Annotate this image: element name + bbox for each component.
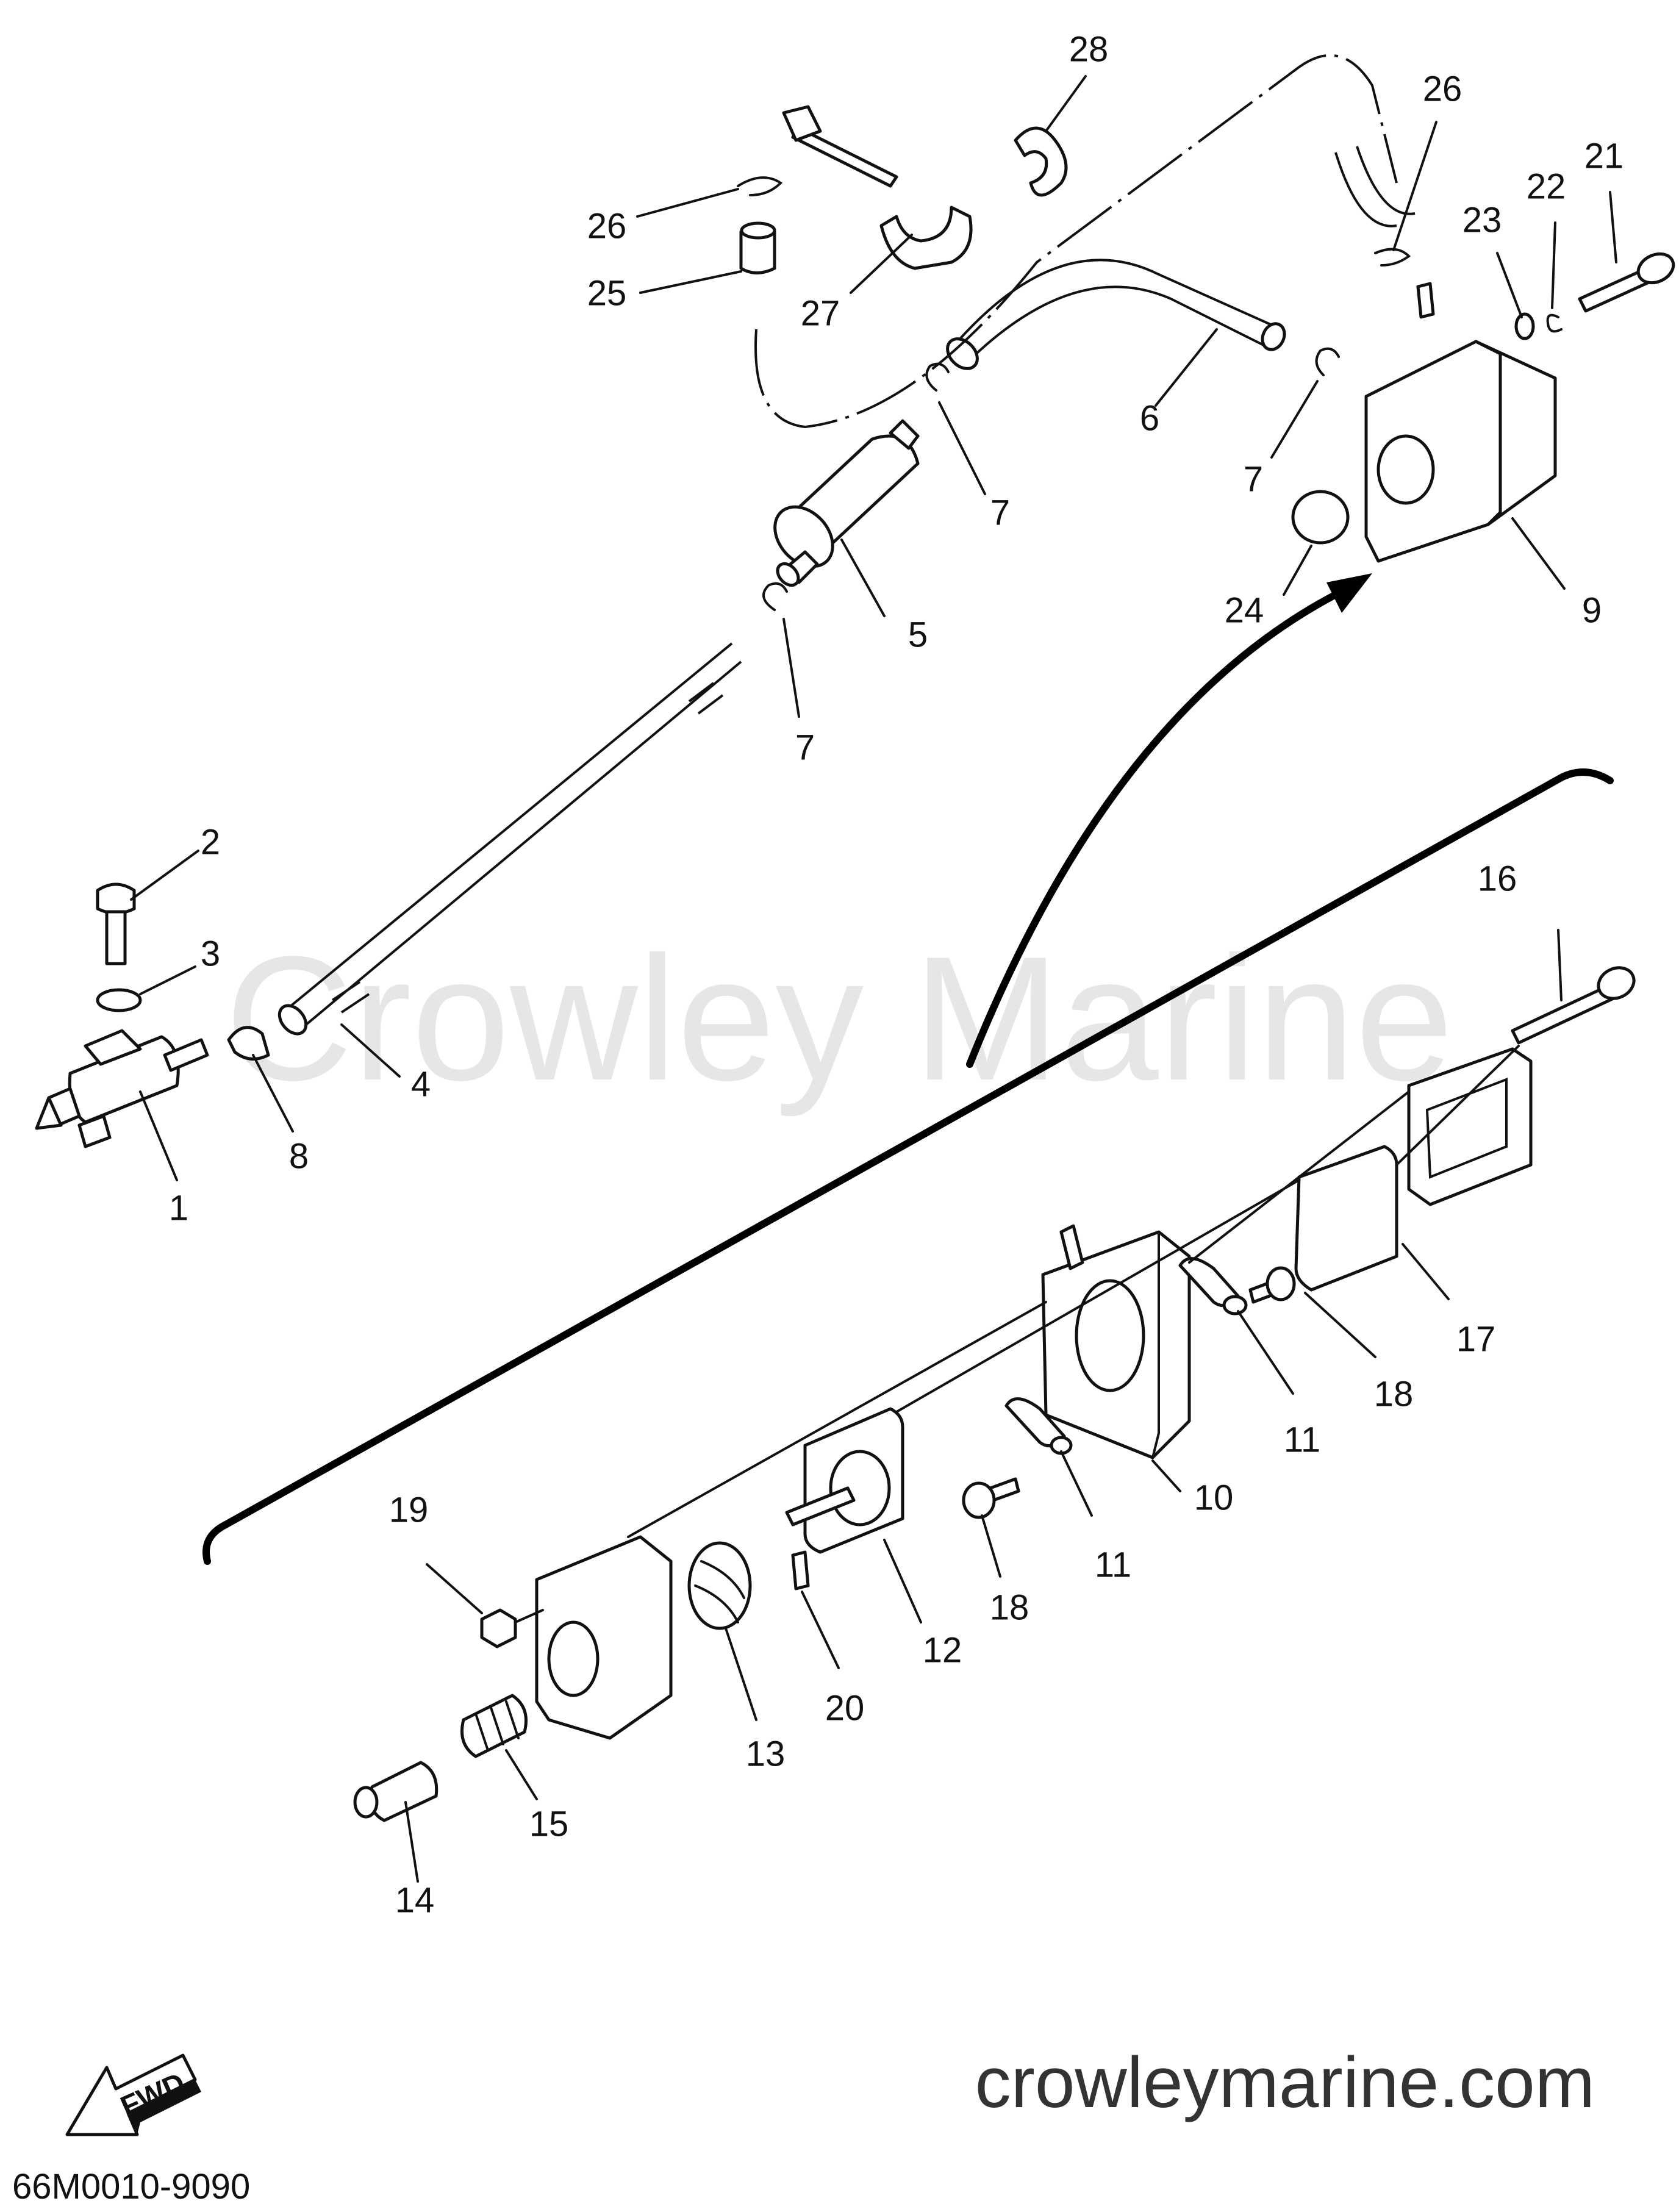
hose-6 xyxy=(946,259,1286,370)
callout-2: 2 xyxy=(201,822,220,862)
diaphragm-12 xyxy=(785,1407,904,1554)
screw-16 xyxy=(1511,966,1636,1045)
fwd-arrow: FWD xyxy=(65,2053,201,2136)
callout-16: 16 xyxy=(1478,859,1517,898)
callout-27: 27 xyxy=(801,293,840,333)
callout-5: 5 xyxy=(908,615,928,654)
callout-7-b: 7 xyxy=(795,728,815,767)
callout-13: 13 xyxy=(746,1734,786,1774)
washer-3 xyxy=(96,988,142,1012)
callout-8: 8 xyxy=(289,1136,309,1176)
diaphragm-upper xyxy=(1294,1145,1398,1292)
spring-13 xyxy=(687,1541,752,1630)
screw-18-upper xyxy=(1248,1266,1296,1304)
callout-11-a: 11 xyxy=(1284,1420,1320,1459)
clip-26-a xyxy=(737,176,783,196)
callout-17: 17 xyxy=(1456,1319,1496,1359)
callout-7-c: 7 xyxy=(1244,459,1263,499)
hose-4 xyxy=(277,642,742,1036)
callout-25: 25 xyxy=(587,273,627,313)
callout-14: 14 xyxy=(395,1880,435,1920)
callout-15: 15 xyxy=(529,1804,569,1844)
cover-17 xyxy=(1407,1047,1533,1206)
valve-11-upper xyxy=(1178,1257,1248,1315)
bolt-27 xyxy=(782,105,973,270)
callout-26-a: 26 xyxy=(587,206,627,246)
callout-19: 19 xyxy=(389,1490,429,1530)
callout-10: 10 xyxy=(1194,1478,1234,1517)
detail-arrow-line xyxy=(966,591,1339,1068)
pump-body-10 xyxy=(1041,1224,1191,1459)
clip-7-c xyxy=(1315,347,1340,376)
fuel-pump-9 xyxy=(1291,282,1557,563)
hose-25 xyxy=(739,54,1416,429)
washer-22 xyxy=(1546,313,1563,333)
clip-26-b xyxy=(1374,248,1411,267)
clip-8 xyxy=(227,1026,270,1061)
pump-base-cover xyxy=(535,1535,673,1740)
leader-lines xyxy=(130,75,1617,1883)
o-ring-24 xyxy=(1291,490,1350,545)
callout-12: 12 xyxy=(923,1630,962,1670)
callout-9: 9 xyxy=(1582,590,1602,630)
washer-23 xyxy=(1514,312,1535,340)
detail-arrow-head xyxy=(1326,573,1372,613)
site-url: crowleymarine.com xyxy=(975,2042,1595,2123)
diagram-code: 66M0010-9090 xyxy=(12,2167,250,2207)
screw-18-lower xyxy=(962,1477,1020,1519)
callout-24: 24 xyxy=(1225,590,1264,630)
callout-11-b: 11 xyxy=(1095,1545,1131,1584)
callout-22: 22 xyxy=(1527,166,1566,206)
callout-6: 6 xyxy=(1140,398,1159,438)
nut-19 xyxy=(480,1608,517,1648)
callout-26-b: 26 xyxy=(1423,69,1462,109)
callout-1: 1 xyxy=(169,1188,188,1228)
assembly-guide-line-a xyxy=(627,1045,1520,1538)
clip-28 xyxy=(1014,126,1068,197)
callout-23: 23 xyxy=(1462,200,1502,240)
callout-3: 3 xyxy=(201,934,220,973)
callout-28: 28 xyxy=(1069,29,1109,69)
fuel-filter-5 xyxy=(773,419,920,587)
callout-21: 21 xyxy=(1584,136,1624,176)
clip-7-b xyxy=(925,362,950,392)
spring-15 xyxy=(460,1694,528,1758)
callout-20: 20 xyxy=(825,1688,865,1728)
callout-4: 4 xyxy=(411,1064,431,1104)
plunger-14 xyxy=(353,1761,439,1822)
section-divider-line xyxy=(202,768,1614,1565)
callout-18-a: 18 xyxy=(1374,1374,1414,1414)
assembly-guide-line-b xyxy=(514,1609,544,1623)
screw-21 xyxy=(1578,252,1675,313)
clip-7-a xyxy=(762,582,788,611)
fuel-joint-1 xyxy=(35,1029,209,1148)
callout-7-a: 7 xyxy=(990,493,1010,532)
valve-11-lower xyxy=(1004,1397,1073,1455)
bolt-2 xyxy=(96,882,136,965)
pin-20 xyxy=(791,1550,810,1591)
callout-18-b: 18 xyxy=(990,1587,1029,1627)
watermark-text: Crowley Marine xyxy=(225,920,1453,1118)
